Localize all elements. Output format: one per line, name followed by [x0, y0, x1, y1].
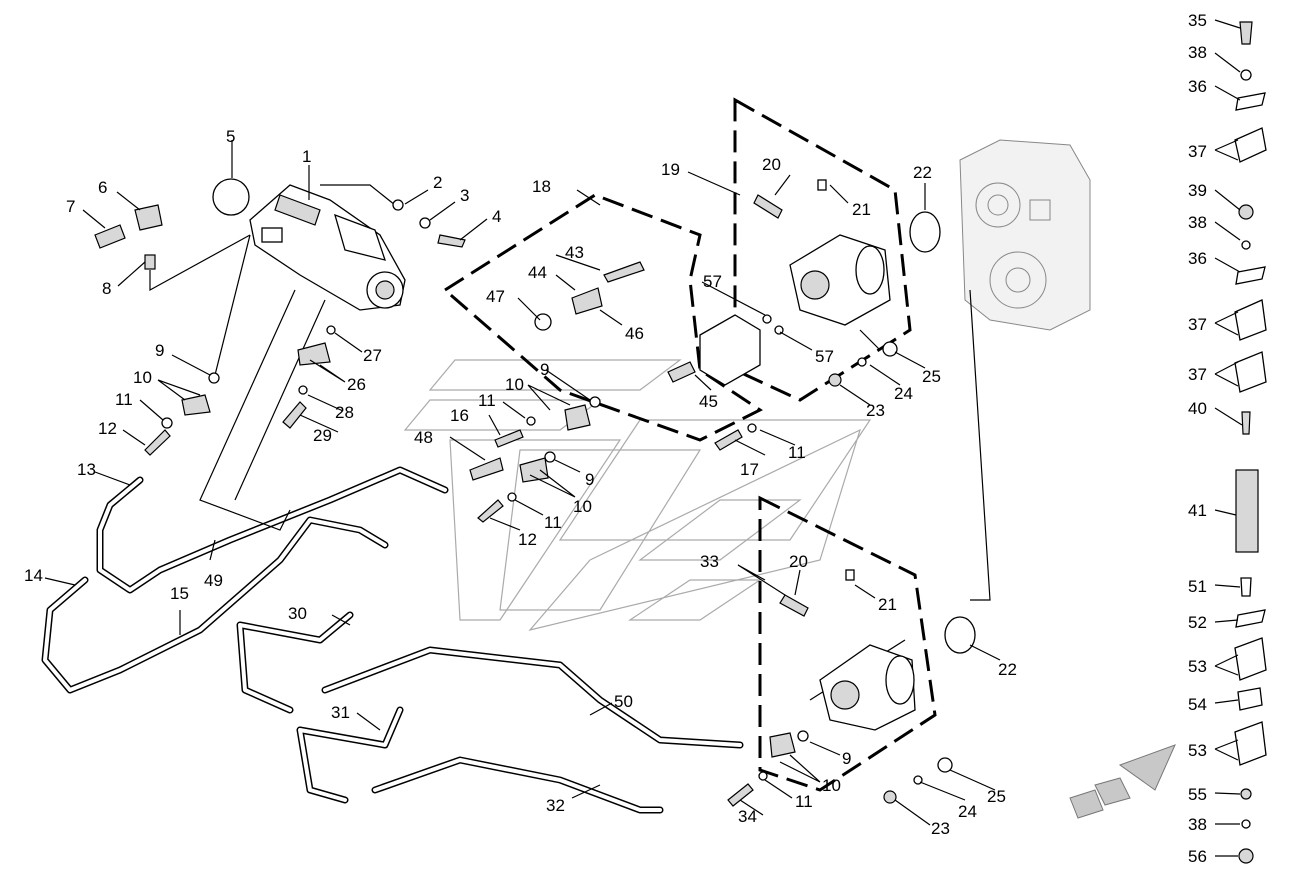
part-label-3: 3 — [460, 186, 469, 205]
part-label-37a: 37 — [1188, 142, 1207, 161]
part-label-37c: 37 — [1188, 365, 1207, 384]
part-label-18: 18 — [532, 177, 551, 196]
part-label-43: 43 — [565, 243, 584, 262]
part-label-44: 44 — [528, 263, 547, 282]
part-label-9b: 9 — [540, 360, 549, 379]
part-label-30: 30 — [288, 604, 307, 623]
part-label-17: 17 — [740, 460, 759, 479]
part-label-53b: 53 — [1188, 741, 1207, 760]
part-label-31: 31 — [331, 703, 350, 722]
part-label-23a: 23 — [866, 401, 885, 420]
part-label-52: 52 — [1188, 613, 1207, 632]
part-label-39: 39 — [1188, 181, 1207, 200]
part-label-9a: 9 — [155, 341, 164, 360]
part-label-23b: 23 — [931, 819, 950, 838]
part-label-33: 33 — [700, 552, 719, 571]
group-18-outline — [442, 193, 763, 442]
gearbox-housing — [959, 139, 1091, 331]
part-label-4: 4 — [492, 207, 501, 226]
part-label-20a: 20 — [762, 155, 781, 174]
part-label-38b: 38 — [1188, 213, 1207, 232]
direction-arrow-icon — [1069, 744, 1176, 819]
leader-lines — [44, 19, 1243, 857]
part-label-8: 8 — [102, 279, 111, 298]
part-label-12b: 12 — [518, 530, 537, 549]
hydraulic-motor-upper — [789, 179, 891, 326]
part-label-15: 15 — [170, 584, 189, 603]
part-label-32: 32 — [546, 796, 565, 815]
part-label-10d: 10 — [822, 776, 841, 795]
part-label-24a: 24 — [894, 384, 913, 403]
part-label-34: 34 — [738, 807, 757, 826]
part-label-11c: 11 — [544, 513, 562, 532]
part-label-26: 26 — [347, 375, 366, 394]
part-label-51: 51 — [1188, 577, 1207, 596]
part-label-38c: 38 — [1188, 815, 1207, 834]
part-label-21b: 21 — [878, 595, 897, 614]
part-label-45: 45 — [699, 392, 718, 411]
main-pump-1 — [249, 184, 406, 311]
part-label-9d: 9 — [842, 749, 851, 768]
part-label-1: 1 — [302, 147, 311, 166]
part-label-57a: 57 — [703, 272, 722, 291]
part-label-6: 6 — [98, 178, 107, 197]
part-label-53a: 53 — [1188, 657, 1207, 676]
valve-block — [667, 314, 761, 386]
part-label-57b: 57 — [815, 347, 834, 366]
part-label-25a: 25 — [922, 367, 941, 386]
part-label-10c: 10 — [573, 497, 592, 516]
part-label-55: 55 — [1188, 785, 1207, 804]
part-label-49: 49 — [204, 571, 223, 590]
part-label-25b: 25 — [987, 787, 1006, 806]
part-label-11d: 11 — [788, 443, 806, 462]
part-label-20b: 20 — [789, 552, 808, 571]
watermark-logo — [403, 359, 872, 632]
part-label-14: 14 — [24, 566, 43, 585]
part-label-16: 16 — [450, 406, 469, 425]
part-label-27: 27 — [363, 346, 382, 365]
part-label-19: 19 — [661, 160, 680, 179]
part-label-11e: 11 — [795, 792, 813, 811]
part-label-13: 13 — [77, 460, 96, 479]
part-label-9c: 9 — [585, 470, 594, 489]
part-label-5: 5 — [226, 127, 235, 146]
part-label-22a: 22 — [913, 163, 932, 182]
part-label-47: 47 — [486, 287, 505, 306]
part-label-11b: 11 — [478, 391, 496, 410]
part-label-36a: 36 — [1188, 77, 1207, 96]
part-label-7: 7 — [66, 197, 75, 216]
part-label-21a: 21 — [852, 200, 871, 219]
part-label-56: 56 — [1188, 847, 1207, 866]
part-label-50: 50 — [614, 692, 633, 711]
part-label-40: 40 — [1188, 399, 1207, 418]
part-label-24b: 24 — [958, 802, 977, 821]
part-label-10a: 10 — [133, 368, 152, 387]
part-label-54: 54 — [1188, 695, 1207, 714]
part-label-46: 46 — [625, 324, 644, 343]
hose-assemblies — [41, 466, 744, 814]
part-label-11a: 11 — [115, 390, 133, 409]
part-label-28: 28 — [335, 403, 354, 422]
part-label-35: 35 — [1188, 11, 1207, 30]
small-parts — [94, 178, 976, 807]
part-number-labels: 1 2 3 4 5 6 7 8 9 10 11 12 13 14 15 16 1… — [24, 11, 1207, 866]
hydraulic-motor-lower — [819, 569, 916, 731]
right-column-parts — [1234, 21, 1267, 864]
part-label-2: 2 — [433, 173, 442, 192]
part-label-10b: 10 — [505, 375, 524, 394]
part-label-36b: 36 — [1188, 249, 1207, 268]
group-33-outline — [758, 495, 937, 792]
part-label-38a: 38 — [1188, 43, 1207, 62]
part-label-37b: 37 — [1188, 315, 1207, 334]
part-label-41: 41 — [1188, 501, 1207, 520]
part-label-12a: 12 — [98, 419, 117, 438]
part-label-22b: 22 — [998, 660, 1017, 679]
part-label-48: 48 — [414, 428, 433, 447]
part-label-29: 29 — [313, 426, 332, 445]
